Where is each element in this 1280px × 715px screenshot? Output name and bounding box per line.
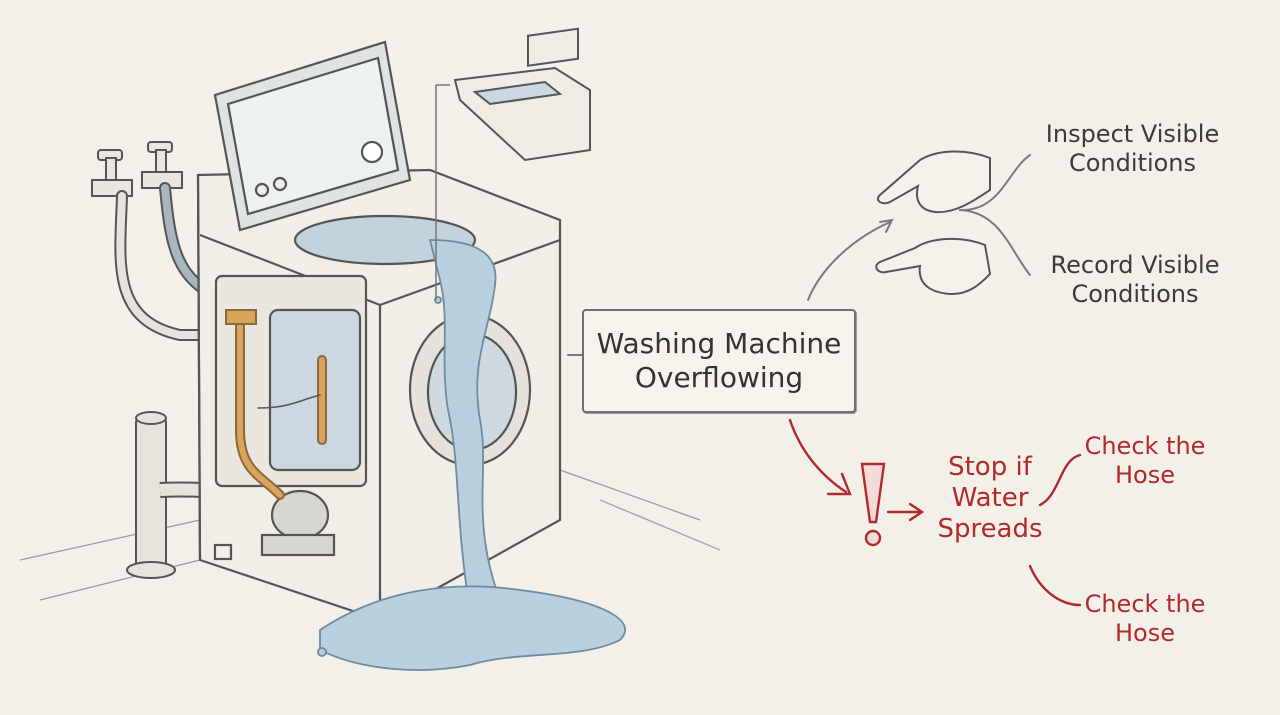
connector-lines bbox=[567, 154, 1031, 356]
warning-branch-top: Check the Hose bbox=[1080, 432, 1210, 490]
warning-branch-bottom: Check the Hose bbox=[1080, 590, 1210, 648]
warning-branch-top-line1: Check the bbox=[1084, 432, 1206, 460]
main-node-line2: Overflowing bbox=[634, 361, 804, 394]
branch-record-line1: Record Visible bbox=[1050, 251, 1220, 279]
warning-arrow bbox=[788, 418, 1082, 607]
branch-record-line2: Conditions bbox=[1071, 279, 1199, 308]
warning-branch-bottom-line1: Check the bbox=[1084, 590, 1206, 618]
branch-inspect: Inspect Visible Conditions bbox=[1040, 120, 1225, 178]
warning-node-line1: Stop if bbox=[948, 452, 1032, 482]
pointing-hand-icon bbox=[875, 150, 992, 296]
warning-branch-bottom-line2: Hose bbox=[1115, 618, 1175, 647]
warning-node-line2: Water bbox=[951, 483, 1029, 514]
branch-record: Record Visible Conditions bbox=[1045, 251, 1225, 309]
branch-inspect-line2: Conditions bbox=[1068, 148, 1197, 177]
inlet-valve bbox=[225, 309, 327, 500]
warning-node: Stop if Water Spreads bbox=[925, 452, 1055, 546]
warning-node-line3: Spreads bbox=[937, 514, 1043, 545]
main-node-line1: Washing Machine bbox=[596, 327, 842, 361]
warning-branch-top-line2: Hose bbox=[1115, 460, 1175, 489]
branch-inspect-line1: Inspect Visible bbox=[1045, 120, 1220, 148]
exclamation-icon bbox=[860, 462, 886, 547]
main-node: Washing Machine Overflowing bbox=[582, 309, 856, 413]
overflow-water bbox=[317, 239, 626, 671]
detergent-drawer-icon bbox=[435, 27, 591, 300]
hose-icon bbox=[114, 182, 226, 341]
